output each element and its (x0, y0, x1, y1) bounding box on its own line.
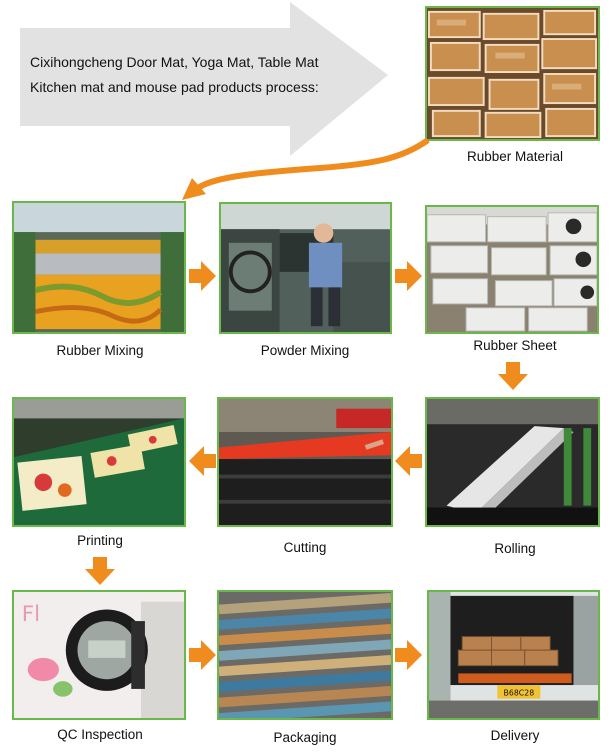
delivery-photo: B68C28 (427, 590, 600, 720)
step-label-packaging: Packaging (273, 730, 337, 745)
intro-title-line2: Kitchen mat and mouse pad products proce… (30, 79, 319, 95)
step-label-delivery: Delivery (490, 728, 540, 743)
curved-arrow-icon (182, 138, 430, 200)
cutting-photo (217, 397, 393, 527)
step-label-rubber-sheet: Rubber Sheet (473, 338, 557, 353)
step-label-rubber-material: Rubber Material (466, 149, 564, 164)
packaging-photo (217, 590, 393, 720)
arrow-right-icon (395, 640, 422, 670)
step-label-cutting: Cutting (283, 540, 327, 555)
rubber-mixing-photo (12, 201, 186, 334)
rubber-material-photo (425, 6, 600, 141)
license-plate: B68C28 (504, 689, 535, 698)
svg-text:Fl: Fl (22, 602, 40, 627)
arrow-right-icon (395, 261, 422, 291)
rolling-photo (425, 397, 600, 527)
arrow-left-icon (189, 446, 216, 476)
arrow-right-icon (189, 261, 216, 291)
qc-inspection-photo: Fl (12, 590, 186, 720)
step-label-qc-inspection: QC Inspection (57, 727, 143, 742)
arrow-right-icon (189, 640, 216, 670)
arrow-down-icon (85, 557, 115, 585)
intro-title-line1: Cixihongcheng Door Mat, Yoga Mat, Table … (30, 54, 319, 70)
arrow-down-icon (498, 362, 528, 390)
step-label-rubber-mixing: Rubber Mixing (56, 343, 144, 358)
rubber-sheet-photo (425, 205, 599, 334)
step-label-powder-mixing: Powder Mixing (260, 343, 350, 358)
powder-mixing-photo (219, 202, 392, 334)
arrow-left-icon (395, 446, 422, 476)
intro-banner-arrow (20, 2, 388, 156)
step-label-rolling: Rolling (494, 541, 536, 556)
printing-photo (12, 397, 186, 527)
step-label-printing: Printing (77, 533, 123, 548)
